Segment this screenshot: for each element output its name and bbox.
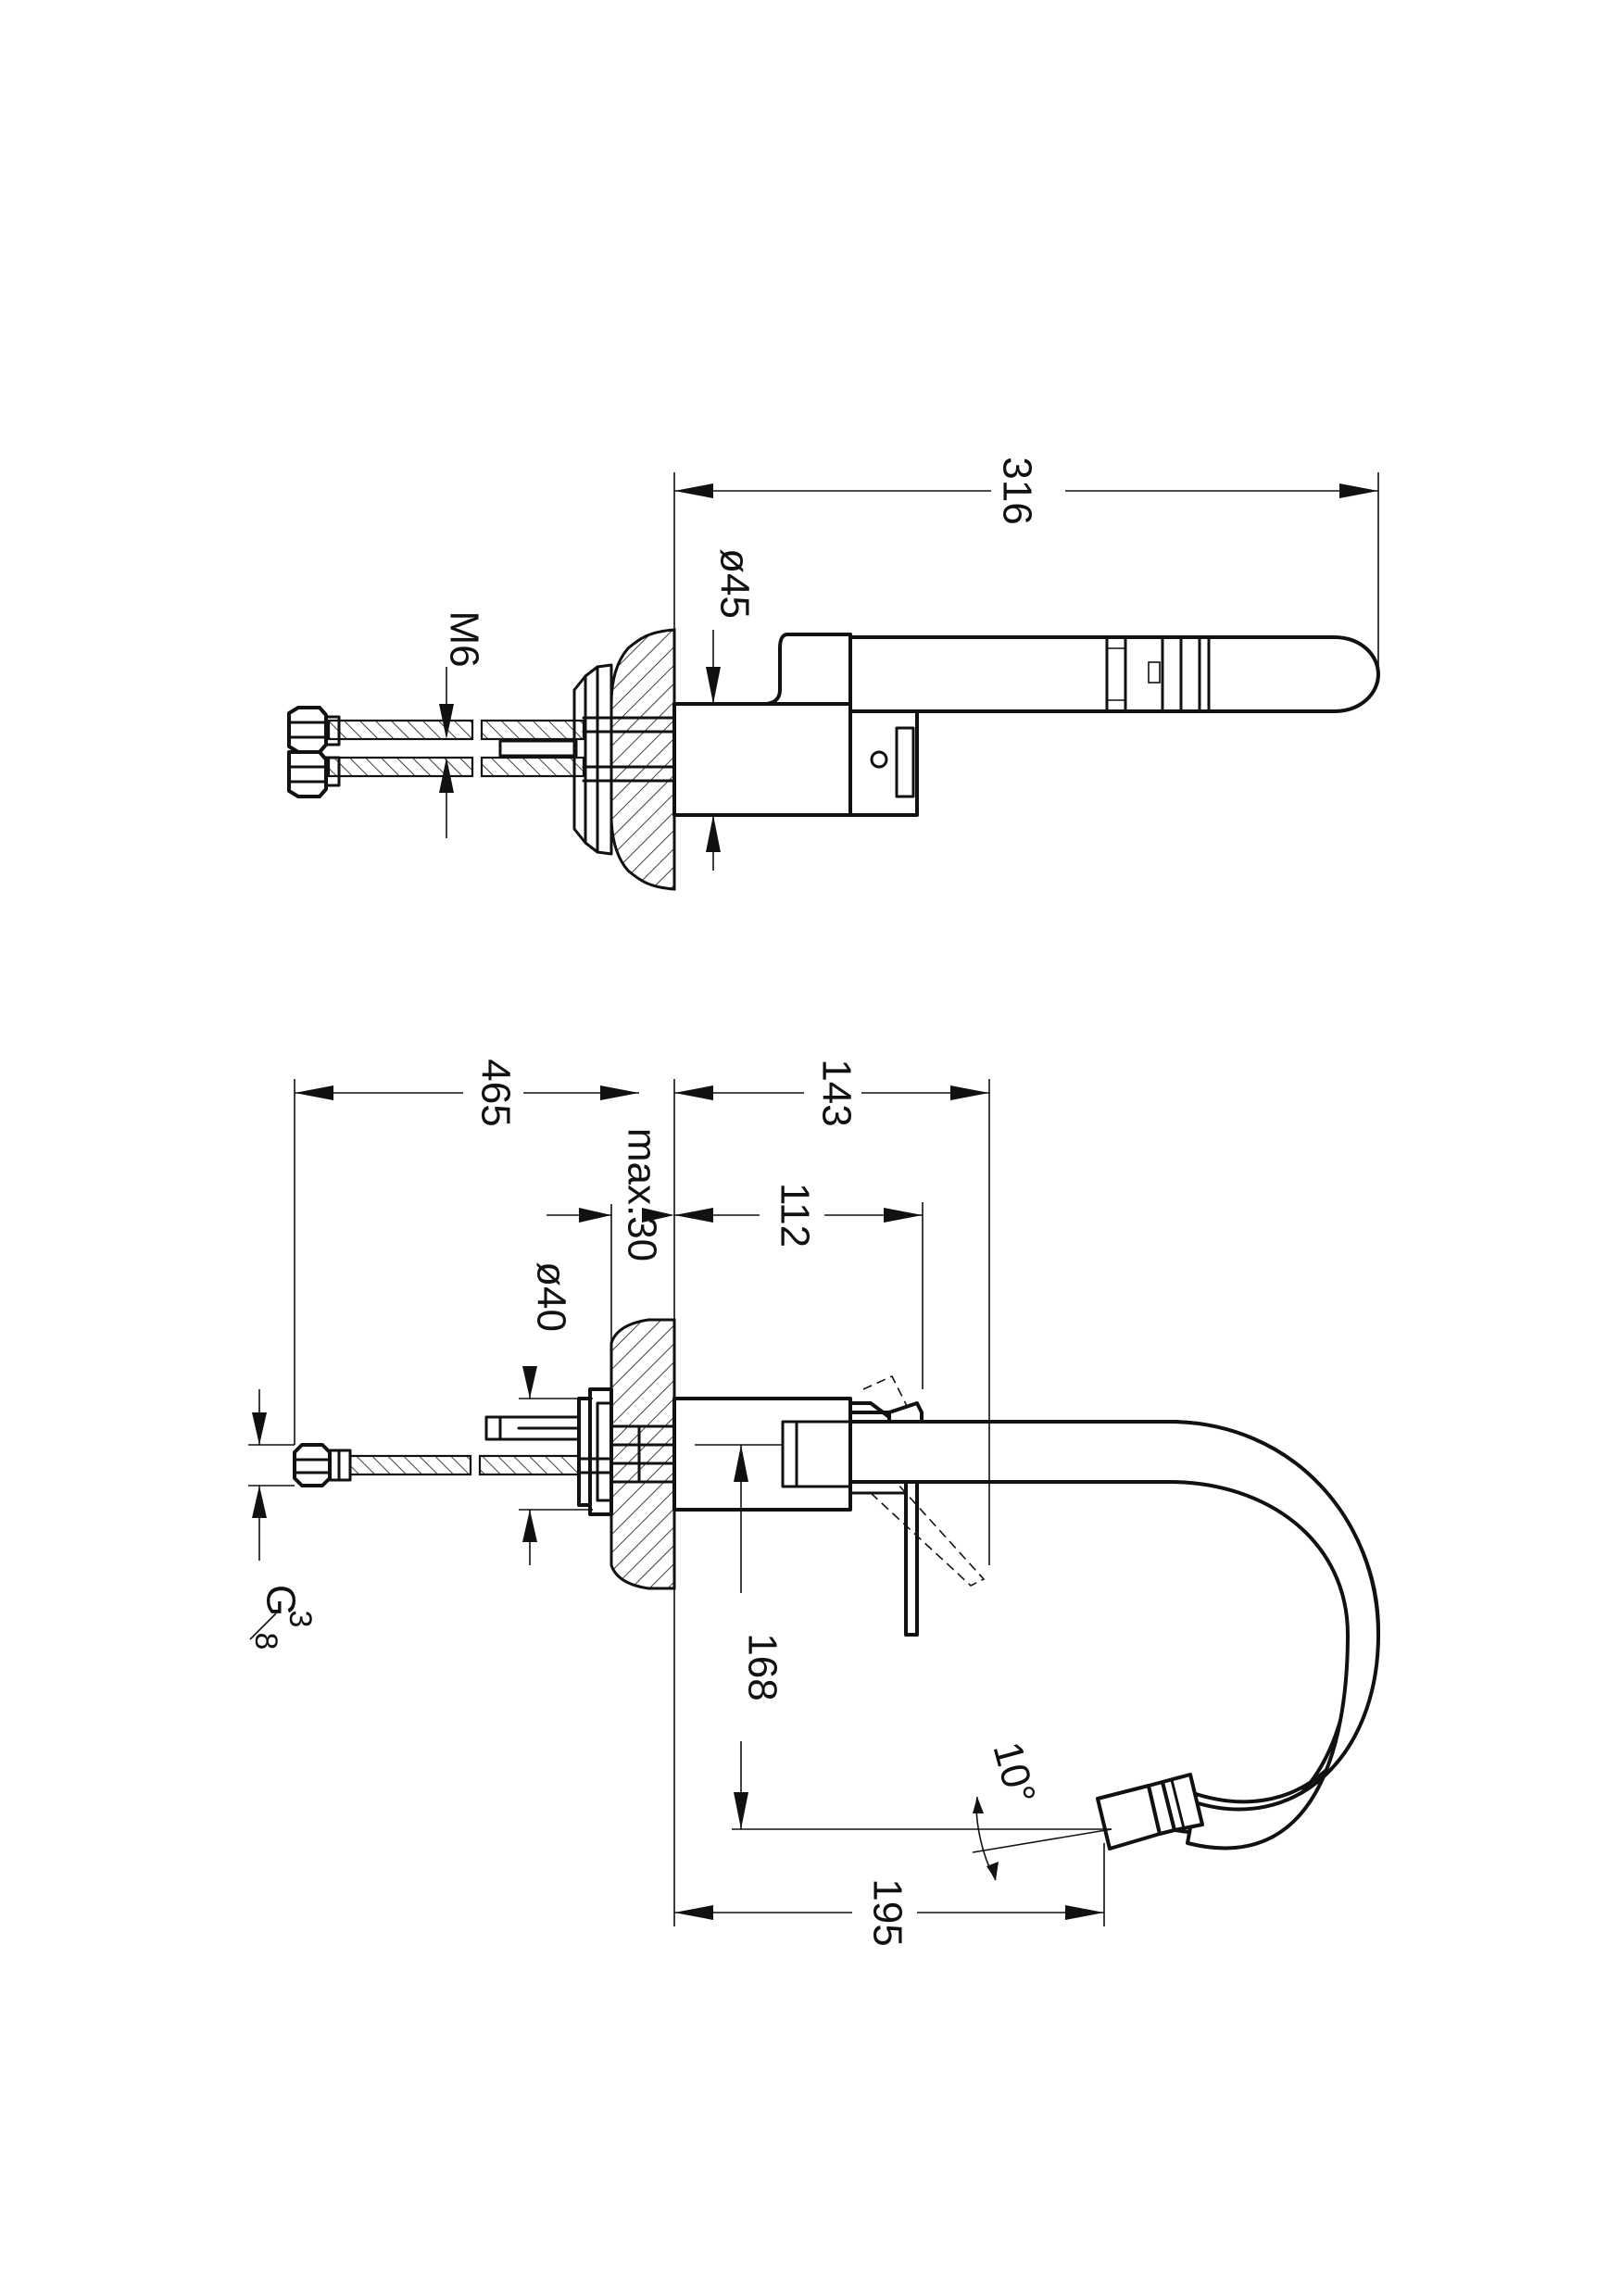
deck-section-top	[609, 628, 676, 891]
dim-112-label: 112	[772, 1183, 817, 1248]
dim-d45	[706, 630, 721, 871]
dim-195-label: 195	[864, 1878, 910, 1946]
hose-side	[348, 1454, 613, 1476]
dim-316	[673, 472, 1379, 674]
dim-max30-label: max.30	[619, 1128, 664, 1261]
dim-168	[695, 1444, 1112, 1830]
dim-112	[674, 1202, 924, 1389]
dim-angle	[972, 1796, 1112, 1881]
tap-body-top	[672, 702, 852, 817]
dim-max30	[547, 1204, 674, 1343]
hex-nut-side	[293, 1443, 352, 1487]
dim-g38-den: 8	[248, 1633, 283, 1650]
mounting-flange-top	[572, 663, 613, 856]
dim-465	[294, 1079, 639, 1445]
dim-465-label: 465	[472, 1059, 518, 1126]
top-view: 316 ø45 M6	[287, 457, 1380, 891]
dim-195	[673, 1588, 1105, 1926]
dim-143-label: 143	[813, 1059, 859, 1126]
dim-d40	[519, 1366, 593, 1565]
lever-alt-position	[862, 1374, 986, 1587]
aerator-side	[1096, 1773, 1204, 1851]
dim-angle-label: 10°	[985, 1738, 1045, 1809]
spout-top	[848, 635, 1380, 713]
dim-d45-label: ø45	[711, 548, 757, 619]
side-view: 465 143 112 max.30	[248, 1059, 1380, 1947]
dim-g38	[248, 1389, 295, 1561]
deck-section-side	[609, 1318, 676, 1590]
aerator-top	[1105, 635, 1211, 713]
spout-tube-side	[848, 1420, 1380, 1851]
hex-nuts-top	[287, 706, 341, 798]
hoses-top	[327, 716, 676, 783]
lever-pivot-top	[870, 750, 888, 769]
tap-body-side	[672, 1397, 852, 1512]
tap-neck-top	[762, 633, 852, 706]
dim-d40-label: ø40	[528, 1261, 573, 1332]
dim-316-label: 316	[994, 457, 1039, 524]
dim-m6-label: M6	[441, 610, 486, 667]
dim-g38-thread: G	[258, 1585, 303, 1616]
lever-slot-top	[895, 726, 915, 798]
dim-g38-num: 3	[283, 1611, 318, 1628]
dim-143	[673, 1079, 990, 1565]
dim-168-label: 168	[739, 1633, 785, 1700]
dim-m6	[435, 667, 463, 838]
